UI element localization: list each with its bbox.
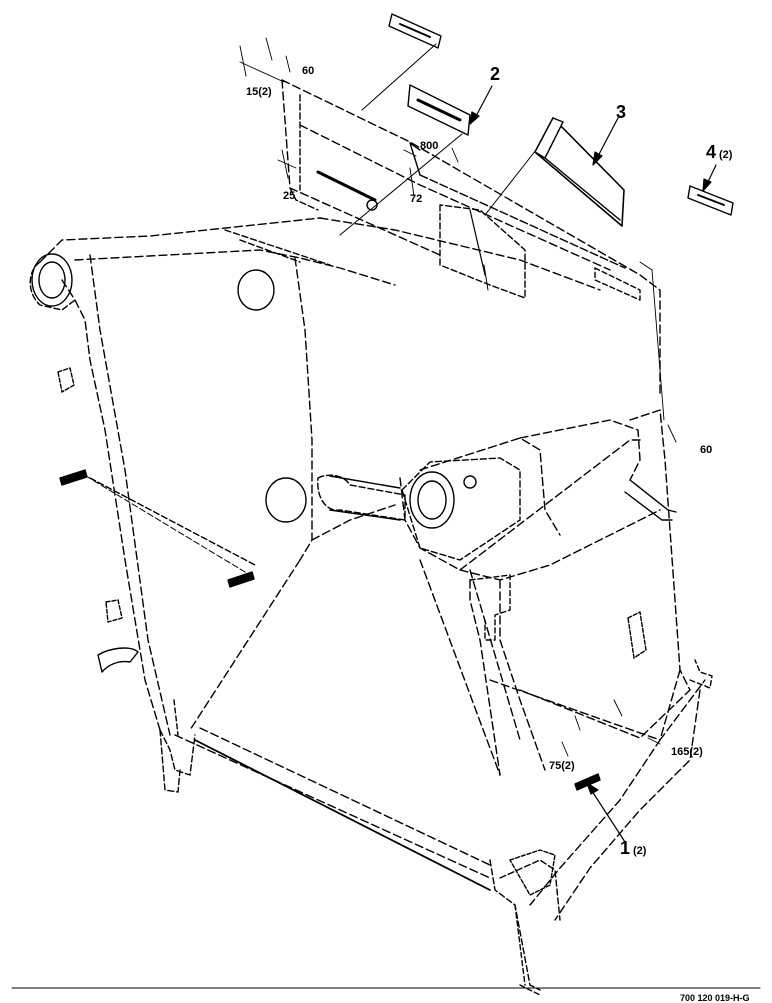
dim-60-right: 60 — [700, 444, 713, 456]
decal-top-strip — [388, 13, 442, 49]
dimension-lines — [239, 37, 677, 757]
callout-3: 3 — [616, 102, 627, 122]
dim-25: 25 — [283, 190, 296, 202]
upper-panel — [281, 79, 661, 396]
callout-1-qty: (2) — [633, 845, 647, 857]
callout-arrows — [469, 85, 717, 843]
left-handles — [57, 367, 179, 736]
dim-15: 15(2) — [246, 86, 272, 98]
decal-item-2-logo — [407, 84, 471, 136]
dim-800: 800 — [420, 140, 439, 152]
dim-72: 72 — [410, 193, 423, 205]
callout-4: 4(2) — [706, 142, 733, 162]
decal-left-small-a — [59, 469, 88, 486]
decal-item-1 — [574, 773, 601, 791]
leader-lines — [85, 43, 537, 576]
dim-165: 165(2) — [671, 746, 703, 758]
callout-2: 2 — [490, 64, 501, 84]
dim-60-top: 60 — [302, 65, 315, 77]
decal-item-3-triangle — [534, 117, 625, 227]
decal-left-small-b — [227, 571, 255, 588]
callout-4-qty: (2) — [719, 149, 733, 161]
decal-item-4 — [687, 185, 734, 216]
callout-1: 1(2) — [620, 838, 647, 858]
bottom-right-feet — [509, 849, 556, 996]
drawing-number: 700 120 019-H-G — [680, 993, 750, 1003]
cross-tube — [317, 474, 406, 521]
central-funnel — [89, 477, 521, 891]
left-side-frame — [29, 217, 601, 793]
right-side-frame — [399, 409, 713, 991]
dim-75: 75(2) — [549, 760, 575, 772]
